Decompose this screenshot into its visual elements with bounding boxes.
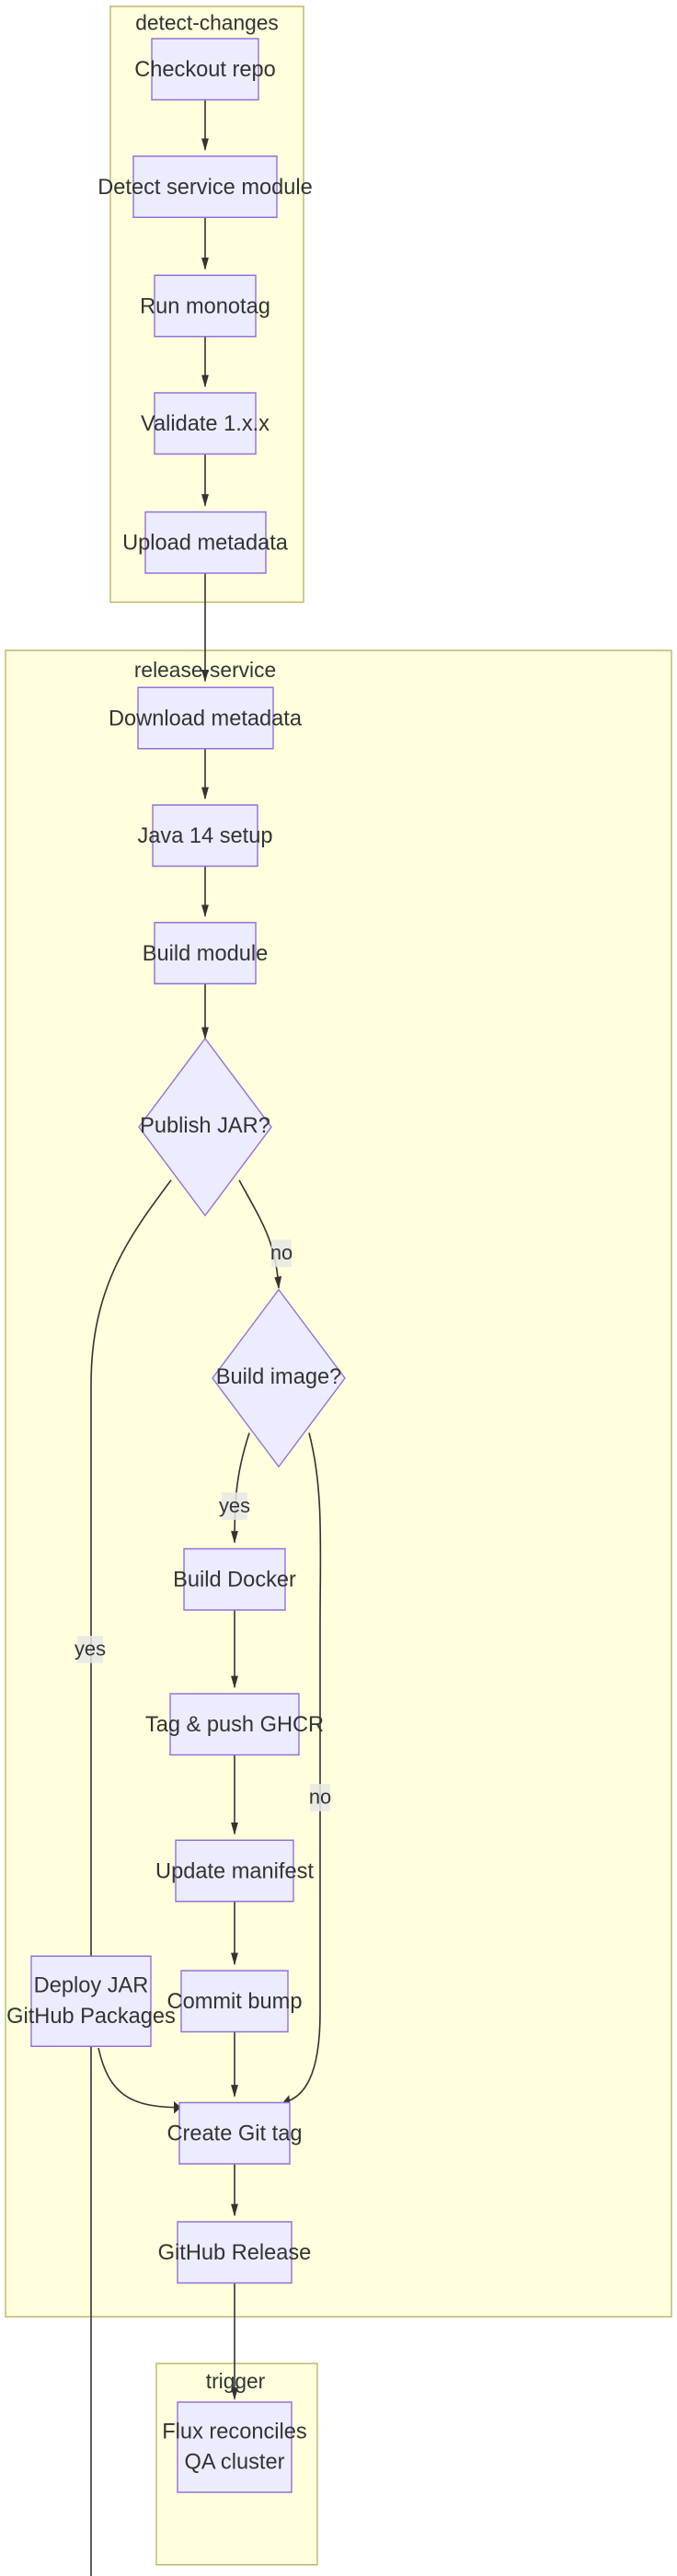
node-diamond[interactable]	[139, 1039, 271, 1216]
node-rect[interactable]	[155, 923, 256, 984]
node-label: Build module	[143, 942, 269, 966]
edge-label-text: yes	[75, 1638, 106, 1661]
edge-publishjar-to-deployjar	[91, 1180, 171, 2576]
node-label: Download metadata	[109, 707, 303, 730]
node-publish-jar-decision[interactable]: Publish JAR?	[139, 1039, 271, 1216]
node-download-metadata[interactable]: Download metadata	[109, 687, 303, 749]
node-build-image-decision[interactable]: Build image?	[212, 1290, 345, 1467]
node-tag-push-ghcr[interactable]: Tag & push GHCR	[145, 1694, 324, 1755]
node-rect[interactable]	[145, 512, 266, 574]
node-github-release[interactable]: GitHub Release	[158, 2222, 312, 2283]
node-rect[interactable]	[178, 2222, 292, 2283]
node-rect[interactable]	[184, 1549, 285, 1611]
edge-label-text: no	[309, 1786, 331, 1809]
node-label: Update manifest	[155, 1859, 314, 1883]
node-rect[interactable]	[153, 805, 258, 867]
node-rect[interactable]	[176, 1840, 293, 1902]
node-java-setup[interactable]: Java 14 setup	[137, 805, 273, 867]
node-checkout-repo[interactable]: Checkout repo	[134, 39, 276, 100]
node-label-line2: QA cluster	[185, 2451, 285, 2475]
cluster-title-detect-changes: detect-changes	[135, 10, 279, 34]
node-label: Detect service module	[98, 176, 313, 200]
node-label: Build Docker	[173, 1569, 296, 1593]
node-label: Create Git tag	[167, 2122, 303, 2146]
node-label: Publish JAR?	[140, 1114, 270, 1138]
node-label-line2: GitHub Packages	[6, 2005, 176, 2029]
node-label: Build image?	[216, 1365, 342, 1389]
node-commit-bump[interactable]: Commit bump	[167, 1971, 303, 2032]
node-label: Upload metadata	[122, 532, 289, 556]
node-label: GitHub Release	[158, 2241, 312, 2265]
node-diamond[interactable]	[212, 1290, 345, 1467]
node-rect[interactable]	[133, 156, 277, 218]
node-label: Java 14 setup	[137, 824, 272, 848]
edge-buildimage-to-gittag	[281, 1433, 320, 2110]
node-label-line1: Deploy JAR	[34, 1974, 149, 1998]
node-label: Checkout repo	[134, 58, 276, 82]
node-rect[interactable]	[178, 2402, 292, 2492]
node-deploy-jar-github-packages[interactable]: Deploy JAR GitHub Packages	[6, 1956, 176, 2046]
node-rect[interactable]	[155, 275, 256, 337]
node-label: Run monotag	[140, 294, 270, 318]
node-rect[interactable]	[155, 393, 256, 454]
edge-label-no-publishjar: no	[270, 1239, 293, 1268]
node-label: Validate 1.x.x	[141, 412, 270, 436]
node-label-line1: Flux reconciles	[162, 2420, 306, 2444]
node-rect[interactable]	[31, 1956, 151, 2046]
node-create-git-tag[interactable]: Create Git tag	[167, 2103, 303, 2165]
edge-label-text: no	[270, 1241, 293, 1264]
node-rect[interactable]	[138, 687, 273, 749]
node-build-docker[interactable]: Build Docker	[173, 1549, 296, 1611]
node-detect-service-module[interactable]: Detect service module	[98, 156, 313, 218]
node-label: Tag & push GHCR	[145, 1713, 324, 1737]
edge-deployjar-to-gittag	[98, 2048, 182, 2117]
node-label: Commit bump	[167, 1990, 303, 2014]
node-validate-version[interactable]: Validate 1.x.x	[141, 393, 270, 454]
node-update-manifest[interactable]: Update manifest	[155, 1840, 314, 1902]
edge-label-yes-publishjar: yes	[75, 1636, 106, 1663]
node-flux-reconciles-qa-cluster[interactable]: Flux reconciles QA cluster	[162, 2402, 307, 2492]
node-rect[interactable]	[152, 39, 258, 100]
edge-publishjar-to-buildimage	[239, 1180, 283, 1290]
edge-label-text: yes	[219, 1494, 250, 1517]
node-build-module[interactable]: Build module	[143, 923, 269, 984]
node-run-monotag[interactable]: Run monotag	[140, 275, 270, 337]
node-upload-metadata[interactable]: Upload metadata	[122, 512, 289, 574]
node-rect[interactable]	[181, 1971, 288, 2032]
edge-buildimage-to-docker	[229, 1433, 249, 1545]
node-rect[interactable]	[170, 1694, 299, 1755]
node-rect[interactable]	[179, 2103, 290, 2165]
edge-label-no-buildimage: no	[309, 1784, 331, 1811]
edge-label-yes-buildimage: yes	[219, 1492, 250, 1520]
